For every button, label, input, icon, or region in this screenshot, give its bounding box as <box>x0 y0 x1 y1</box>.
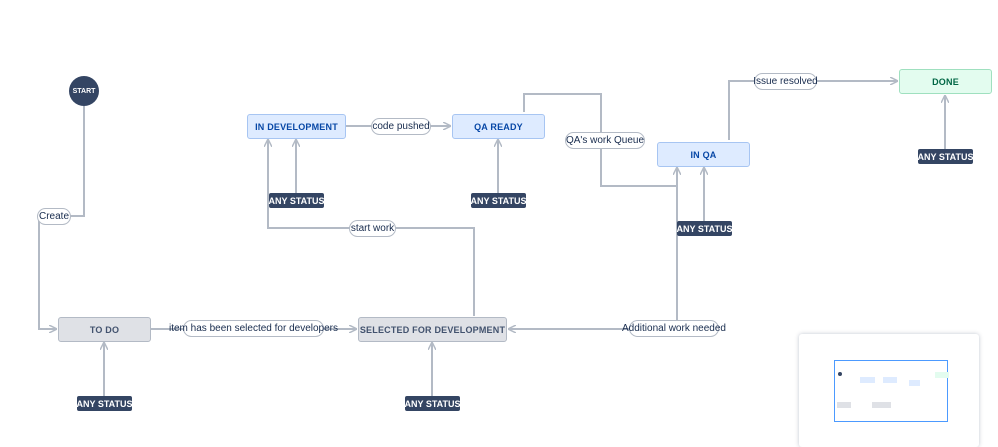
minimap-node <box>860 377 875 383</box>
transition-selected-for-developers[interactable]: item has been selected for developers <box>169 320 338 337</box>
transition-create[interactable]: Create <box>37 208 71 225</box>
edge-issue-resolved <box>728 81 897 140</box>
minimap-node <box>872 402 891 408</box>
any-status-badge-selected: ANY STATUS <box>405 396 461 411</box>
start-node[interactable]: START <box>69 76 99 106</box>
any-status-badge-qa-ready: ANY STATUS <box>471 193 527 208</box>
minimap-node <box>935 372 949 378</box>
edge-additional-work <box>509 186 678 329</box>
status-in-development[interactable]: IN DEVELOPMENT <box>247 114 346 139</box>
any-status-badge-done: ANY STATUS <box>918 149 974 164</box>
status-selected-for-development[interactable]: SELECTED FOR DEVELOPMENT <box>358 317 507 342</box>
transition-issue-resolved[interactable]: Issue resolved <box>753 73 818 90</box>
minimap-node <box>837 402 851 408</box>
transition-additional-work-needed[interactable]: Additional work needed <box>622 320 726 337</box>
any-status-badge-in-qa: ANY STATUS <box>677 221 733 236</box>
status-qa-ready[interactable]: QA READY <box>452 114 545 139</box>
minimap-node <box>883 377 897 383</box>
any-status-badge-to-do: ANY STATUS <box>77 396 133 411</box>
status-done[interactable]: DONE <box>899 69 992 94</box>
minimap-viewport[interactable] <box>834 360 948 422</box>
minimap[interactable] <box>799 334 979 447</box>
transition-code-pushed[interactable]: code pushed <box>371 118 431 135</box>
minimap-start-node <box>838 372 842 376</box>
any-status-badge-in-development: ANY STATUS <box>269 193 325 208</box>
status-in-qa[interactable]: IN QA <box>657 142 750 167</box>
status-to-do[interactable]: TO DO <box>58 317 151 342</box>
minimap-node <box>909 380 920 386</box>
transition-start-work[interactable]: start work <box>349 220 396 237</box>
transition-qa-work-queue[interactable]: QA's work Queue <box>565 132 645 149</box>
